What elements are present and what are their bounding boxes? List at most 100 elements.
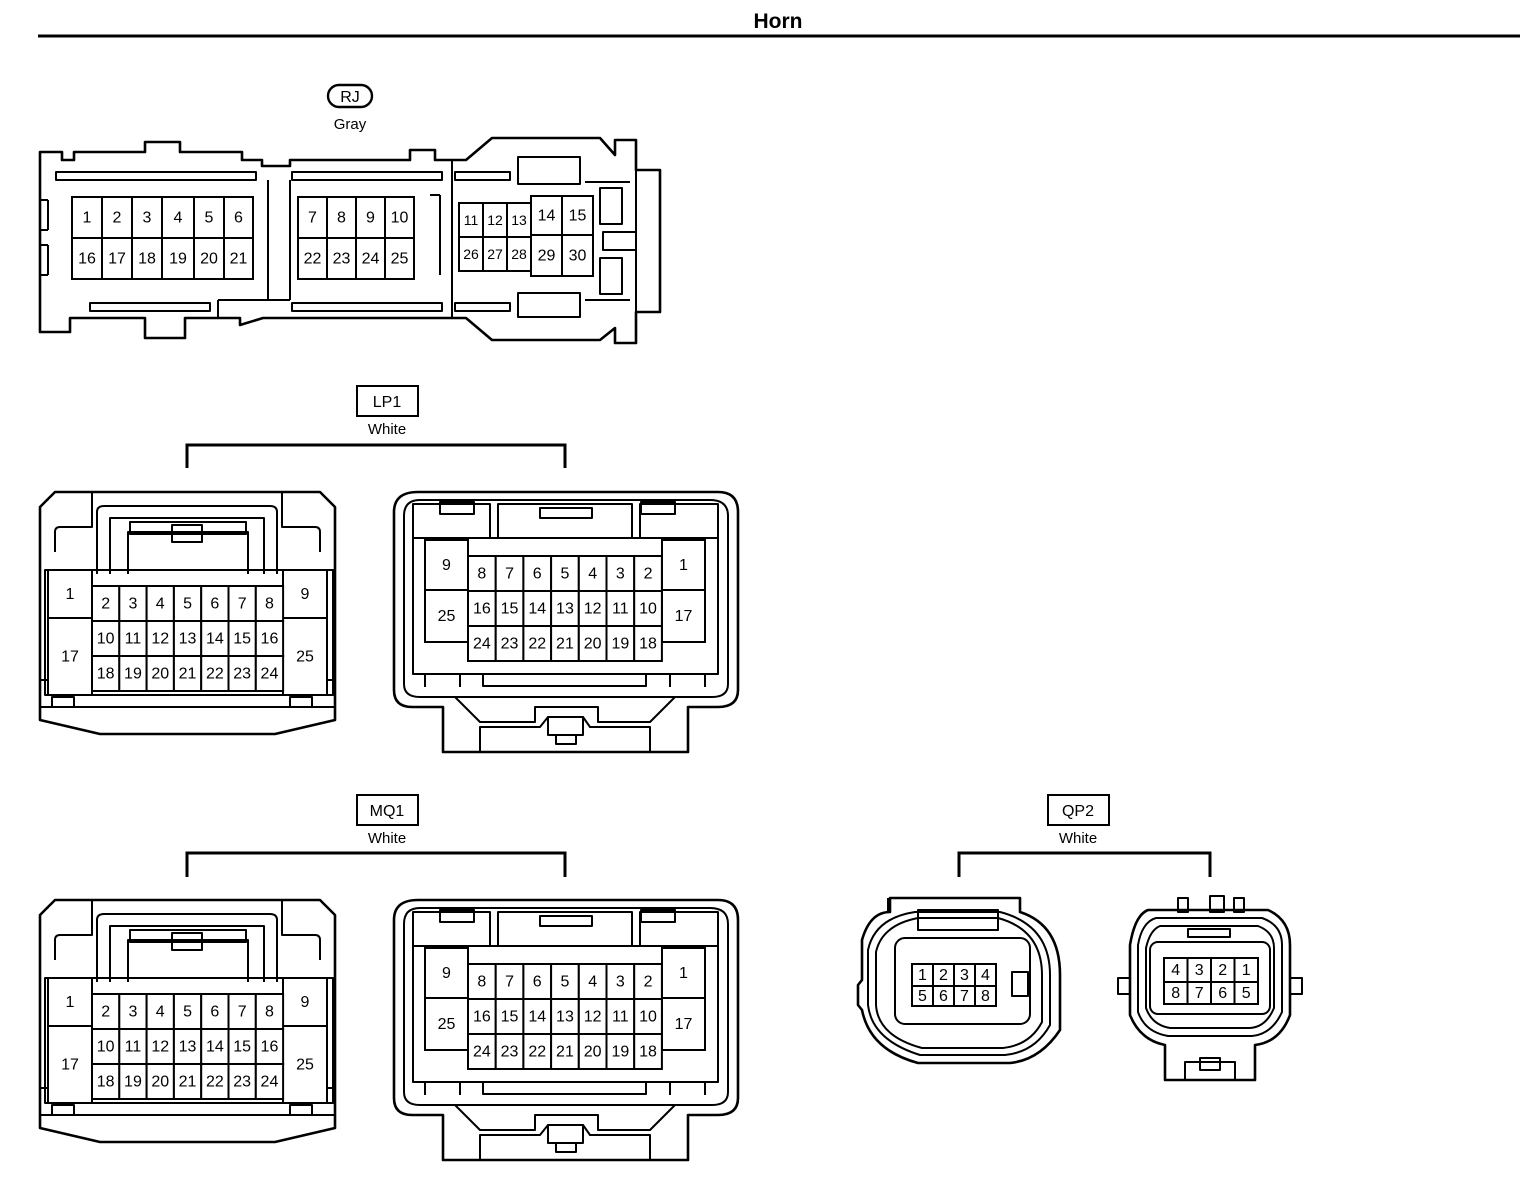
qp2-pin: 8	[981, 988, 990, 1005]
connector-mq1-code-box	[356, 794, 419, 826]
pin-label: 6	[533, 566, 542, 583]
pin-label: 6	[210, 596, 219, 613]
pin-label: 3	[128, 1004, 137, 1021]
pin-label: 9	[301, 994, 310, 1011]
rj-pin-cell	[561, 234, 594, 277]
pin-label: 1	[66, 994, 75, 1011]
pin-label-cell	[633, 1033, 663, 1070]
qp2-pin-cell	[974, 985, 997, 1007]
pin-label: 19	[611, 636, 629, 653]
rj-pin-cell	[131, 237, 163, 280]
qp2-pin: 6	[939, 988, 948, 1005]
connector-lp1-code: LP1	[373, 394, 402, 411]
rj-pin: 27	[487, 246, 503, 262]
pin-label: 11	[125, 631, 142, 648]
connector-qp2-code: QP2	[1062, 803, 1094, 820]
connector-pins: 1179252101831119412205132161422715238162…	[47, 977, 328, 1104]
pin-label: 23	[501, 636, 519, 653]
rj-pin: 3	[143, 210, 152, 227]
pin-label: 15	[501, 601, 519, 618]
connector-pins: 1179252101831119412205132161422715238162…	[47, 569, 328, 696]
pin-label-cell	[145, 655, 175, 692]
qp2-pin: 6	[1218, 985, 1227, 1002]
rj-pin: 7	[308, 210, 317, 227]
pin-label-cell	[200, 1028, 230, 1065]
pin-label: 3	[616, 566, 625, 583]
pin-label: 19	[124, 666, 142, 683]
qp2-pin: 1	[1242, 962, 1251, 979]
pin-label: 2	[101, 1004, 110, 1021]
pin-label-cell	[424, 997, 469, 1051]
pin-label: 13	[556, 1009, 574, 1026]
pin-label-cell	[424, 539, 469, 591]
pin-label: 20	[584, 1044, 602, 1061]
rj-pin: 22	[304, 251, 322, 268]
rj-pin: 23	[333, 251, 351, 268]
pin-label: 24	[473, 1044, 491, 1061]
pin-label: 8	[265, 1004, 274, 1021]
connector-mq1-code: MQ1	[370, 803, 405, 820]
rj-pin: 2	[113, 210, 122, 227]
pin-label-cell	[172, 993, 203, 1030]
pin-label: 21	[556, 636, 574, 653]
pin-label: 22	[206, 666, 224, 683]
pin-label-cell	[47, 977, 93, 1027]
pin-label-cell	[494, 590, 525, 627]
qp2-pin: 3	[1195, 962, 1204, 979]
pin-label: 1	[679, 965, 688, 982]
pin-label-cell	[522, 1033, 553, 1070]
rj-pin: 12	[487, 212, 503, 228]
pin-label: 12	[151, 631, 169, 648]
rj-pin: 24	[362, 251, 380, 268]
rj-pin: 30	[569, 248, 587, 265]
pin-label: 19	[124, 1074, 142, 1091]
qp2-pin: 4	[981, 967, 990, 984]
pin-label: 17	[675, 1016, 693, 1033]
rj-pin-cell	[530, 234, 563, 277]
rj-pin-cell	[101, 196, 133, 239]
pin-label: 2	[644, 566, 653, 583]
rj-pin: 21	[230, 251, 248, 268]
pin-label-cell	[605, 625, 636, 662]
rj-pin: 5	[205, 210, 214, 227]
pin-label-cell	[145, 585, 175, 622]
pin-label: 15	[233, 631, 251, 648]
connector-pins: 9251178162471523614225132141220311192101…	[424, 539, 706, 662]
pin-label: 6	[210, 1004, 219, 1021]
pin-label: 10	[639, 1009, 657, 1026]
pin-label: 16	[473, 1009, 491, 1026]
connector-mq1-view-a: 1179252101831119412205132161422715238162…	[38, 898, 337, 1144]
pin-label: 3	[616, 974, 625, 991]
pin-label: 18	[639, 636, 657, 653]
pin-label: 5	[560, 974, 569, 991]
rj-pin: 8	[337, 210, 346, 227]
pin-label: 7	[505, 974, 514, 991]
pin-label: 4	[156, 1004, 165, 1021]
pin-label-cell	[172, 655, 203, 692]
pin-label-cell	[661, 539, 706, 591]
connector-lp1: LP1 White	[185, 385, 567, 468]
qp2-pin: 3	[960, 967, 969, 984]
connector-mq1-bracket	[185, 851, 567, 877]
connector-body-outline	[392, 898, 740, 1162]
rj-pin: 16	[78, 251, 96, 268]
pin-label-cell	[661, 589, 706, 643]
pin-label: 17	[61, 1057, 79, 1074]
pin-label: 9	[301, 586, 310, 603]
pin-label: 10	[639, 601, 657, 618]
pin-label-cell	[47, 617, 93, 696]
connector-lp1-view-b: 9251178162471523614225132141220311192101…	[392, 490, 740, 754]
pin-label: 18	[639, 1044, 657, 1061]
pin-label: 22	[528, 1044, 546, 1061]
rj-pin: 20	[200, 251, 218, 268]
pin-label: 9	[442, 557, 451, 574]
pin-label: 4	[156, 596, 165, 613]
pin-label-cell	[200, 585, 230, 622]
pin-label: 8	[265, 596, 274, 613]
rj-pin: 13	[511, 212, 527, 228]
pin-label: 10	[97, 1039, 115, 1056]
pin-label: 16	[261, 1039, 279, 1056]
rj-pin: 19	[169, 251, 187, 268]
pin-label-cell	[661, 997, 706, 1051]
